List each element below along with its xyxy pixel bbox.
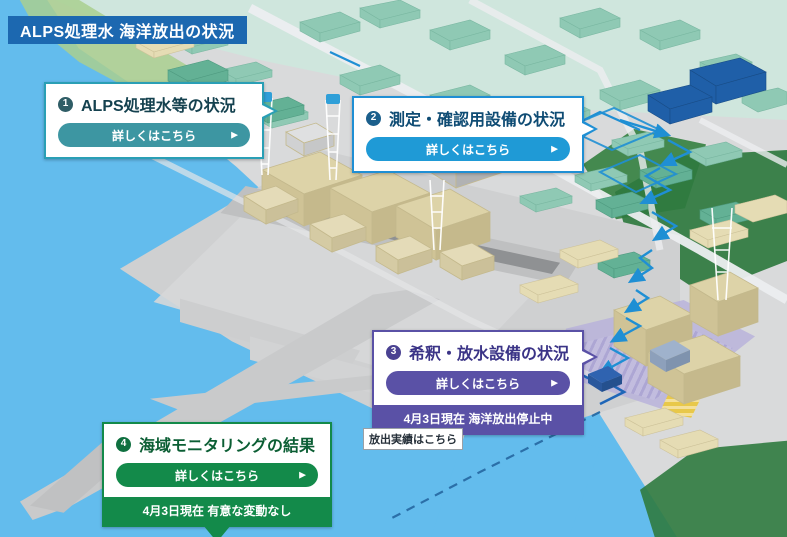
discharge-record-link[interactable]: 放出実績はこちら: [363, 428, 463, 450]
page-title: ALPS処理水 海洋放出の状況: [8, 16, 247, 44]
callout-2-detail-button[interactable]: 詳しくはこちら ▶: [366, 137, 570, 161]
callout-4-button-label: 詳しくはこちら: [174, 468, 259, 483]
callout-2-pointer-inner: [582, 123, 594, 135]
callout-4-pointer-down: [203, 525, 231, 537]
callout-2-button-label: 詳しくはこちら: [425, 142, 510, 157]
callout-2-heading: 2 測定・確認用設備の状況: [366, 106, 570, 130]
callout-3-number: 3: [386, 344, 401, 360]
callout-1-detail-button[interactable]: 詳しくはこちら ▶: [58, 123, 250, 147]
callout-4-title: 海域モニタリングの結果: [139, 438, 316, 455]
callout-4-number: 4: [116, 436, 131, 452]
callout-4-status: 4月3日現在 有意な変動なし: [104, 497, 330, 525]
chevron-right-icon: ▶: [551, 143, 558, 154]
callout-4-detail-button[interactable]: 詳しくはこちら ▶: [116, 463, 318, 487]
chevron-right-icon: ▶: [231, 129, 238, 140]
callout-1-pointer-inner: [262, 105, 274, 117]
chevron-right-icon: ▶: [299, 469, 306, 480]
callout-panel-3[interactable]: 3 希釈・放水設備の状況 詳しくはこちら ▶ 4月3日現在 海洋放出停止中: [372, 330, 598, 435]
callout-3-title: 希釈・放水設備の状況: [409, 346, 570, 363]
callout-1-number: 1: [58, 96, 73, 112]
callout-3-heading: 3 希釈・放水設備の状況: [386, 340, 570, 364]
callout-2-title: 測定・確認用設備の状況: [389, 112, 566, 129]
chevron-right-icon: ▶: [551, 377, 558, 388]
undersea-tunnel-line: [391, 411, 601, 519]
callout-1-heading: 1 ALPS処理水等の状況: [58, 92, 250, 116]
callout-panel-1[interactable]: 1 ALPS処理水等の状況 詳しくはこちら ▶: [44, 82, 278, 159]
callout-3-pointer-inner: [582, 351, 594, 363]
callout-4-heading: 4 海域モニタリングの結果: [116, 432, 318, 456]
callout-1-button-label: 詳しくはこちら: [111, 128, 196, 143]
callout-1-title: ALPS処理水等の状況: [81, 98, 236, 115]
callout-panel-2[interactable]: 2 測定・確認用設備の状況 詳しくはこちら ▶: [352, 96, 598, 173]
callout-panel-4[interactable]: 4 海域モニタリングの結果 詳しくはこちら ▶ 4月3日現在 有意な変動なし: [102, 422, 332, 537]
callout-3-detail-button[interactable]: 詳しくはこちら ▶: [386, 371, 570, 395]
callout-2-number: 2: [366, 110, 381, 126]
callout-3-button-label: 詳しくはこちら: [435, 376, 520, 391]
